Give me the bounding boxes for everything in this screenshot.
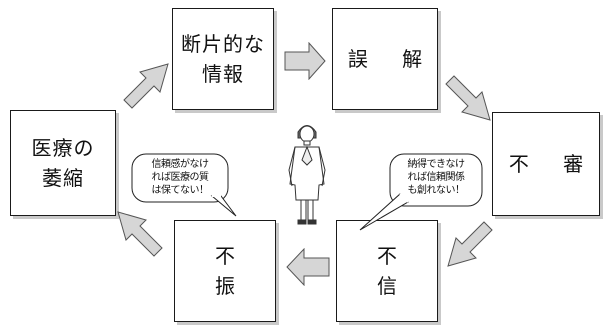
arrow-right-top [284,42,326,80]
box-suspicion: 不 審 [492,112,600,216]
box-suspicion-label: 不 審 [508,152,598,176]
arrow-down-left [444,218,496,270]
doctor-figure [282,120,332,228]
doctor-figure-icon [288,125,326,225]
speech-bubble-right-text: 納得できなけ れば信頼関係 も創れない！ [407,159,466,196]
speech-bubble-left-shape [131,153,237,217]
arrow-left-bottom [286,248,330,286]
speech-bubble-right: 納得できなけ れば信頼関係 も創れない！ [356,150,486,232]
box-fragmented-info: 断片的な 情報 [172,8,274,110]
arrow-up-right [120,60,172,112]
box-misunderstanding: 誤 解 [332,8,438,110]
box-slump-label: 不 振 [215,244,249,298]
arrow-right-top-icon [284,42,326,80]
box-medical-atrophy-label: 医療の 萎縮 [31,136,95,190]
speech-bubble-left-text: 信頼感がなけ れば医療の質 は保てない！ [151,159,210,196]
arrow-down-right-icon [445,75,491,121]
box-medical-atrophy: 医療の 萎縮 [10,110,116,216]
arrow-up-left-icon [117,211,163,257]
arrow-down-left-icon [447,221,493,267]
box-distrust-label: 不 信 [377,244,411,298]
box-fragmented-info-label: 断片的な 情報 [181,32,265,86]
box-misunderstanding-label: 誤 解 [347,47,437,71]
arrow-left-bottom-icon [286,248,330,286]
box-distrust: 不 信 [336,220,438,322]
speech-bubble-left: 信頼感がなけ れば医療の質 は保てない！ [120,150,240,220]
arrow-down-right [442,72,494,124]
arrow-up-left [114,208,166,260]
box-slump: 不 振 [174,220,276,322]
arrow-up-right-icon [123,63,169,109]
speech-bubble-right-shape [359,153,483,231]
